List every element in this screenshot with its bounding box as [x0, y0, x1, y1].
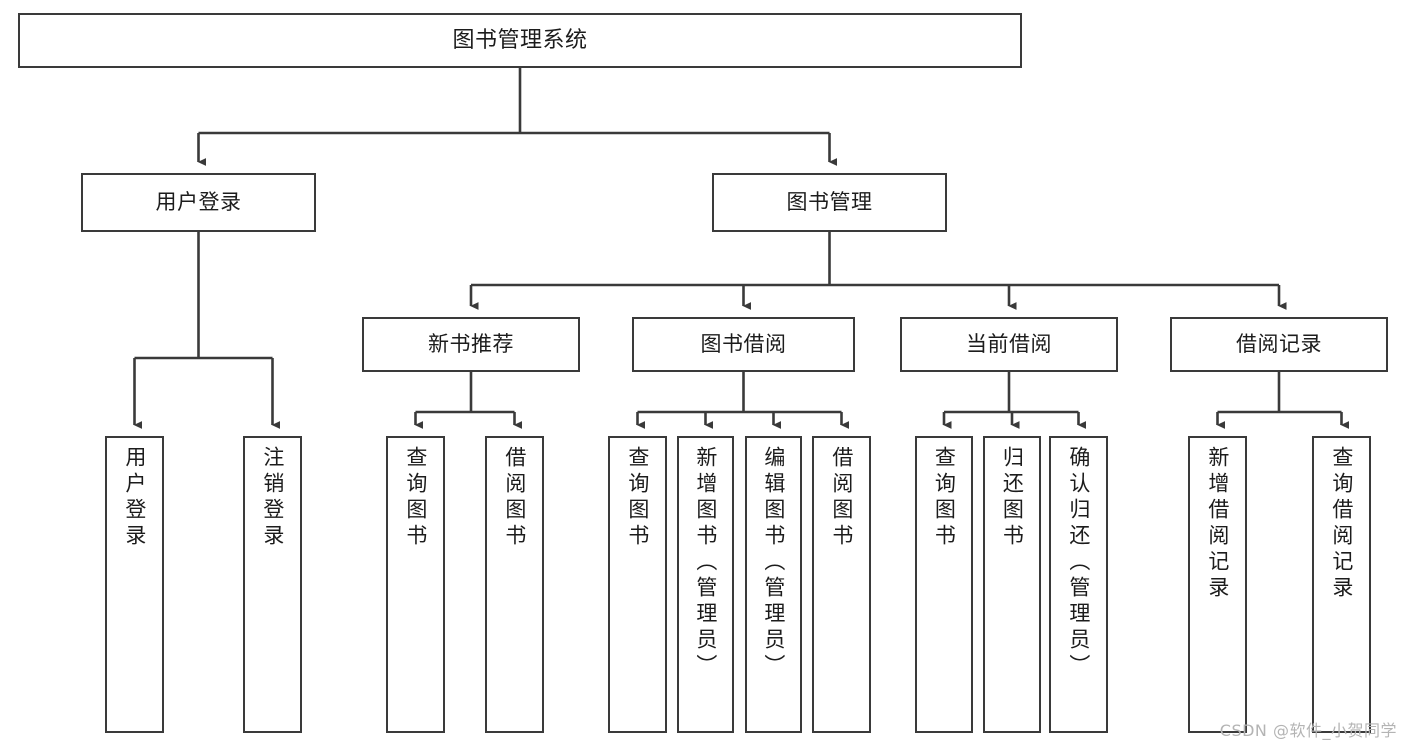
node-borrowing-records-label: 借阅记录 [1236, 332, 1322, 357]
leaf-current-confirm-return-label: 确认归还（管理员） [1066, 446, 1091, 680]
leaf-user-login-label: 用户登录 [122, 446, 147, 550]
node-borrowing-records[interactable]: 借阅记录 [1170, 317, 1388, 372]
leaf-borrowing-query-book-label: 查询图书 [625, 446, 650, 550]
leaf-recommend-query-book[interactable]: 查询图书 [386, 436, 445, 733]
leaf-current-query-book-label: 查询图书 [932, 446, 957, 550]
leaf-user-logout-label: 注销登录 [260, 446, 285, 550]
leaf-current-query-book[interactable]: 查询图书 [915, 436, 973, 733]
node-current-borrowing-label: 当前借阅 [966, 332, 1052, 357]
node-new-book-recommendation[interactable]: 新书推荐 [362, 317, 580, 372]
node-new-book-recommendation-label: 新书推荐 [428, 332, 514, 357]
leaf-borrowing-lend-book-label: 借阅图书 [829, 446, 854, 550]
leaf-record-add-record[interactable]: 新增借阅记录 [1188, 436, 1247, 733]
leaf-current-return-book[interactable]: 归还图书 [983, 436, 1041, 733]
leaf-recommend-query-book-label: 查询图书 [403, 446, 428, 550]
leaf-recommend-borrow-book-label: 借阅图书 [502, 446, 527, 550]
node-user-login[interactable]: 用户登录 [81, 173, 316, 232]
node-book-borrowing[interactable]: 图书借阅 [632, 317, 855, 372]
node-book-borrowing-label: 图书借阅 [700, 332, 787, 357]
node-current-borrowing[interactable]: 当前借阅 [900, 317, 1118, 372]
node-book-management[interactable]: 图书管理 [712, 173, 947, 232]
leaf-borrowing-query-book[interactable]: 查询图书 [608, 436, 667, 733]
leaf-recommend-borrow-book[interactable]: 借阅图书 [485, 436, 544, 733]
node-root-label: 图书管理系统 [452, 27, 588, 53]
csdn-watermark: CSDN @软件_小贺同学 [1219, 721, 1397, 740]
leaf-current-return-book-label: 归还图书 [1000, 446, 1025, 550]
node-book-management-label: 图书管理 [786, 190, 873, 215]
leaf-record-query-record[interactable]: 查询借阅记录 [1312, 436, 1371, 733]
node-user-login-label: 用户登录 [155, 190, 242, 215]
leaf-borrowing-lend-book[interactable]: 借阅图书 [812, 436, 871, 733]
leaf-record-query-record-label: 查询借阅记录 [1329, 446, 1354, 602]
leaf-borrowing-add-book[interactable]: 新增图书（管理员） [677, 436, 734, 733]
leaf-borrowing-edit-book[interactable]: 编辑图书（管理员） [745, 436, 802, 733]
leaf-current-confirm-return[interactable]: 确认归还（管理员） [1049, 436, 1108, 733]
leaf-user-login[interactable]: 用户登录 [105, 436, 164, 733]
leaf-record-add-record-label: 新增借阅记录 [1205, 446, 1230, 602]
leaf-borrowing-edit-book-label: 编辑图书（管理员） [761, 446, 786, 680]
leaf-user-logout[interactable]: 注销登录 [243, 436, 302, 733]
leaf-borrowing-add-book-label: 新增图书（管理员） [693, 446, 718, 680]
node-root[interactable]: 图书管理系统 [18, 13, 1022, 68]
